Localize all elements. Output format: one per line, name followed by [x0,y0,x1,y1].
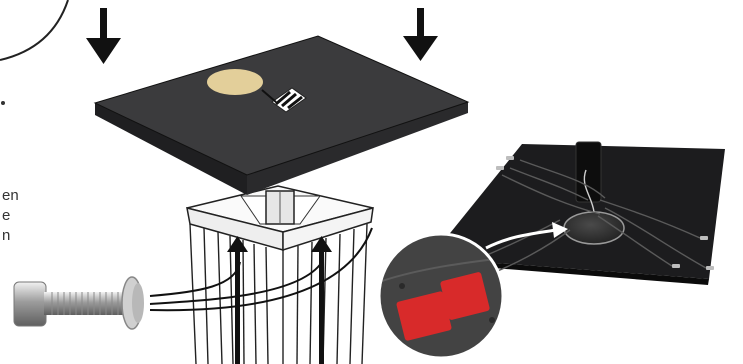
mounting-plate [95,36,468,195]
bolt-icon [14,277,144,329]
down-arrow-icon [86,8,121,64]
down-arrow-icon [403,8,438,61]
stand-pillar [187,186,373,364]
adhesive-pad-icon [207,69,263,95]
zoom-inset [379,234,503,358]
callout-circle-partial [0,0,68,60]
dot-marker [1,101,5,105]
